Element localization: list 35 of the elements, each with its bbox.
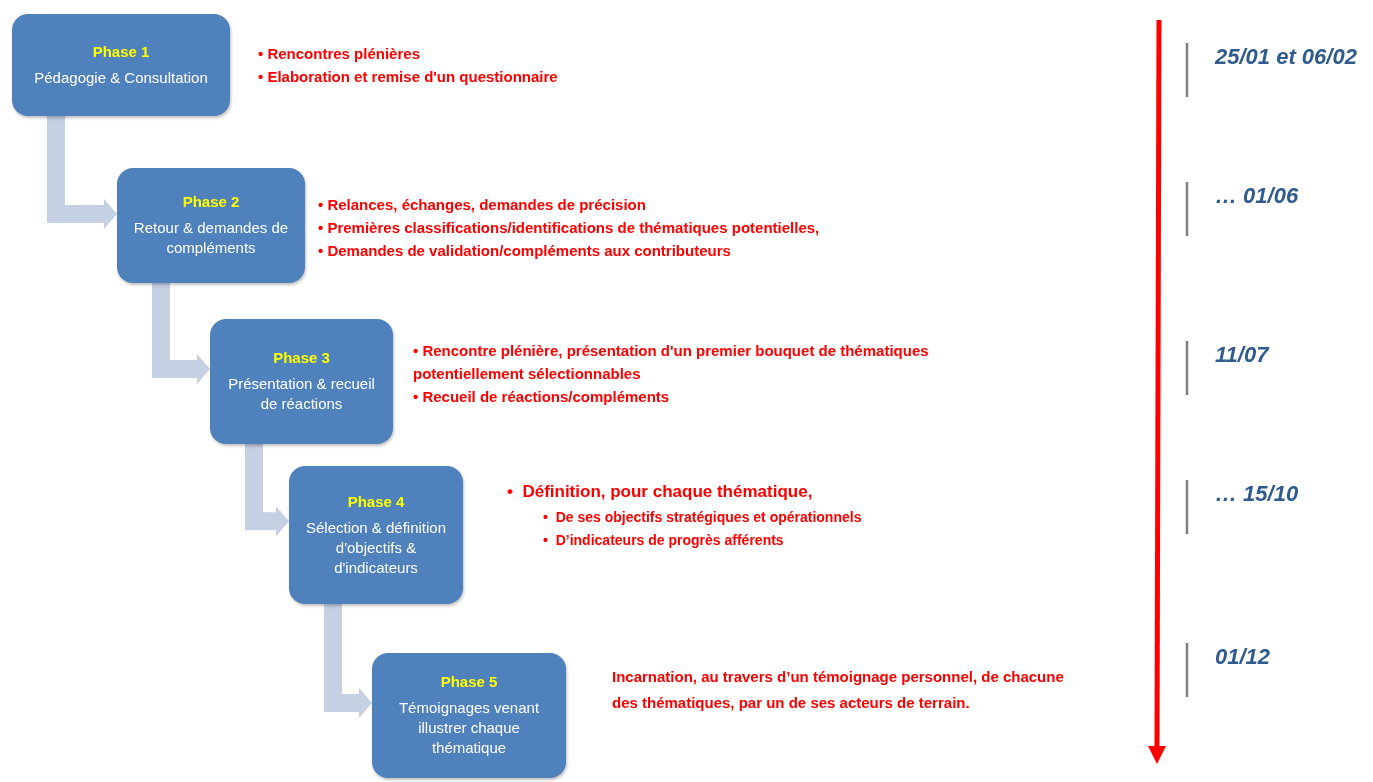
phase-description: Retour & demandes de compléments	[132, 218, 290, 258]
phase-title: Phase 2	[182, 193, 240, 210]
bullet-item: • Rencontres plénières	[258, 44, 421, 64]
phase-description: Présentation & recueil de réactions	[227, 374, 376, 414]
phase-description: Pédagogie & Consultation	[34, 67, 208, 88]
elbow-arrow	[152, 283, 210, 384]
bullet-item: • Premières classifications/identifications de thématiques potentielles,	[318, 218, 821, 238]
bullet-item: • Demandes de validation/compléments aux contributeurs	[318, 241, 732, 261]
bullet-item: • Rencontre plénière, présentation d'un premier bouquet de thématiques potentiellement sélectionnables	[413, 341, 930, 384]
phase-title: Phase 5	[440, 673, 498, 690]
process-box	[372, 653, 566, 778]
bullet-item: • Relances, échanges, demandes de précision	[318, 195, 647, 215]
process-box	[210, 319, 393, 444]
elbow-arrow	[324, 604, 372, 718]
bullet-item: • D’indicateurs de progrès afférents	[543, 531, 785, 550]
process-box	[117, 168, 305, 283]
process-box	[289, 466, 463, 604]
date-label: 01/12	[1215, 644, 1271, 670]
date-label: 25/01 et 06/02	[1215, 44, 1357, 70]
phase-description: Témoignages venant illustrer chaque thématique	[397, 698, 541, 758]
bullet-item: • Recueil de réactions/compléments	[413, 387, 671, 407]
process-box	[12, 14, 230, 116]
phase-title: Phase 3	[273, 349, 330, 366]
elbow-arrow	[245, 444, 289, 537]
date-label: … 15/10	[1215, 481, 1299, 507]
bullet-item: • Définition, pour chaque thématique,	[507, 481, 814, 503]
bullet-item: • De ses objectifs stratégiques et opérationnels	[543, 508, 863, 527]
note-text: Incarnation, au travers d’un témoignage personnel, de chacune des thématiques, par un de ses acteurs de terrain.	[612, 667, 1065, 713]
phase-title: Phase 4	[347, 492, 405, 510]
date-label: 11/07	[1215, 342, 1269, 368]
date-label: … 01/06	[1215, 183, 1299, 209]
elbow-arrow	[47, 116, 117, 229]
phase-description: Sélection & définition d'objectifs & d'indicateurs	[304, 517, 448, 578]
bullet-item: • Elaboration et remise d'un questionnaire	[258, 67, 559, 87]
phase-title: Phase 1	[92, 42, 150, 60]
